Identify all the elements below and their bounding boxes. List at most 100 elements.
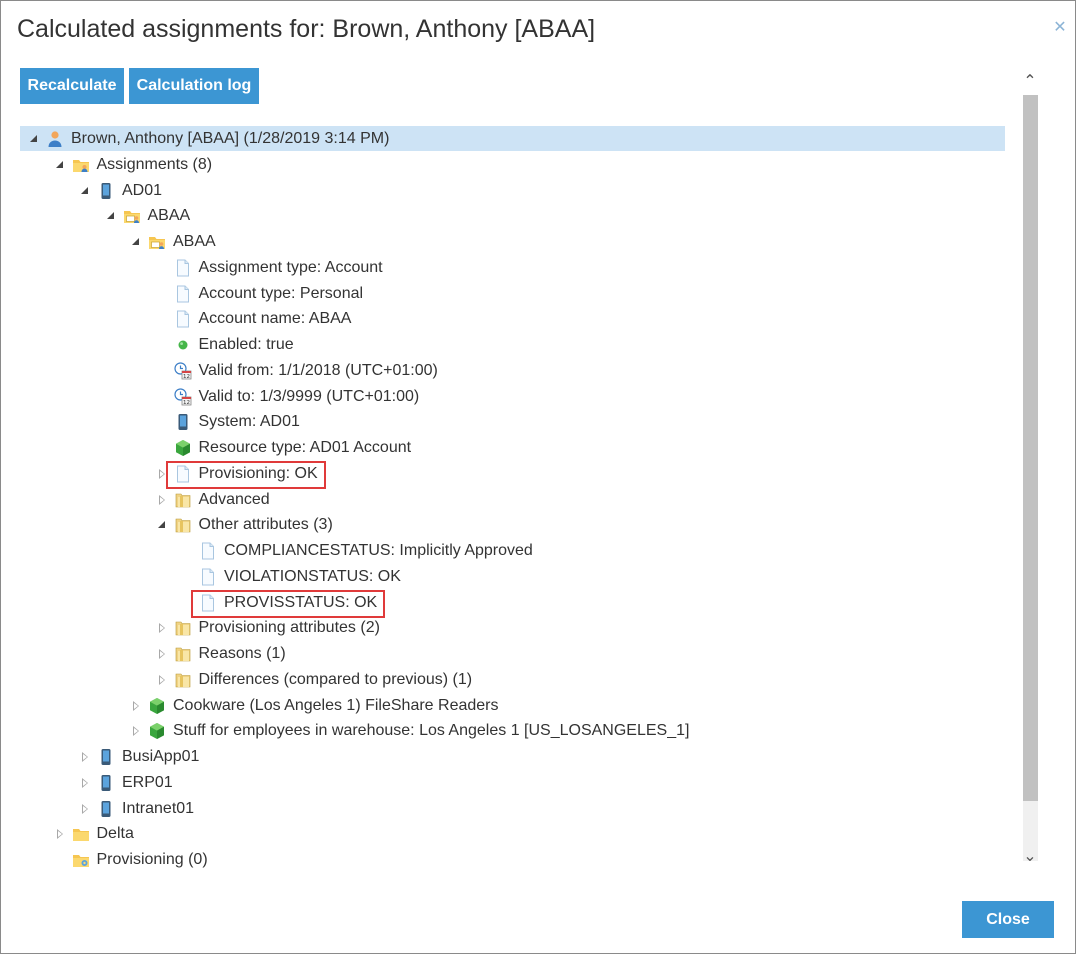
device-icon bbox=[174, 413, 192, 431]
tree-node-label: System: AD01 bbox=[198, 413, 300, 431]
device-icon bbox=[97, 774, 115, 792]
collapsed-toggle-icon[interactable] bbox=[80, 803, 90, 814]
folder-icon bbox=[72, 825, 90, 843]
highlight-box bbox=[191, 589, 386, 618]
tree-node[interactable]: Advanced bbox=[157, 488, 270, 512]
tree-node[interactable]: VIOLATIONSTATUS: OK bbox=[182, 565, 401, 589]
tree-node[interactable]: Delta bbox=[55, 822, 134, 846]
collapsed-toggle-icon[interactable] bbox=[157, 623, 167, 634]
expanded-toggle-icon[interactable] bbox=[131, 237, 141, 247]
tree-node-label: Assignments (8) bbox=[96, 155, 213, 173]
tree-node[interactable]: Provisioning (0) bbox=[55, 848, 208, 872]
tree-node-label: Other attributes (3) bbox=[198, 516, 333, 534]
tree-node[interactable]: Cookware (Los Angeles 1) FileShare Reade… bbox=[131, 694, 499, 718]
folder-gear-icon bbox=[72, 851, 90, 869]
tree-node[interactable]: Reasons (1) bbox=[157, 642, 286, 666]
tree-node[interactable]: Differences (compared to previous) (1) bbox=[157, 668, 473, 692]
tree-node[interactable]: 12 Valid from: 1/1/2018 (UTC+01:00) bbox=[157, 359, 438, 383]
tree-node[interactable]: Provisioning attributes (2) bbox=[157, 616, 380, 640]
tree-node-label: Provisioning attributes (2) bbox=[198, 619, 380, 637]
collapsed-toggle-icon[interactable] bbox=[55, 829, 65, 840]
collapsed-toggle-icon[interactable] bbox=[131, 700, 141, 711]
toggle-spacer bbox=[157, 392, 167, 402]
svg-text:12: 12 bbox=[183, 400, 190, 406]
tree-node-label: Delta bbox=[96, 825, 134, 843]
tree-node-label: Reasons (1) bbox=[198, 645, 286, 662]
tree-node[interactable]: Intranet01 bbox=[80, 797, 194, 821]
green-cube-icon bbox=[148, 722, 166, 740]
collapsed-toggle-icon[interactable] bbox=[157, 674, 167, 685]
tree-node-label: Brown, Anthony [ABAA] (1/28/2019 3:14 PM… bbox=[71, 130, 390, 147]
scrollbar-thumb[interactable] bbox=[1023, 95, 1038, 801]
tree-node[interactable]: Other attributes (3) bbox=[157, 513, 333, 537]
tree-node-label: Account name: ABAA bbox=[198, 310, 352, 328]
tree-node[interactable]: Assignment type: Account bbox=[157, 256, 383, 280]
assignment-tree: Brown, Anthony [ABAA] (1/28/2019 3:14 PM… bbox=[1, 121, 1006, 881]
collapsed-toggle-icon[interactable] bbox=[157, 494, 167, 505]
expanded-toggle-icon[interactable] bbox=[80, 186, 90, 196]
scroll-up-icon[interactable]: ⌃ bbox=[1023, 73, 1037, 90]
tree-node[interactable]: Stuff for employees in warehouse: Los An… bbox=[131, 719, 689, 743]
scroll-down-icon[interactable]: ⌄ bbox=[1023, 848, 1037, 865]
tree-node[interactable]: Provisioning: OK bbox=[157, 462, 318, 486]
close-icon[interactable]: ✕ bbox=[1053, 19, 1067, 36]
document-icon bbox=[174, 285, 192, 303]
collapsed-toggle-icon[interactable] bbox=[157, 468, 167, 479]
tree-node-label: Provisioning (0) bbox=[96, 851, 208, 868]
tree-node[interactable]: Resource type: AD01 Account bbox=[157, 436, 411, 460]
tree-node[interactable]: ABAA bbox=[106, 204, 190, 228]
tree-node[interactable]: Enabled: true bbox=[157, 333, 294, 357]
vertical-scrollbar[interactable]: ⌃ ⌄ bbox=[1020, 61, 1040, 881]
tree-node-label: Stuff for employees in warehouse: Los An… bbox=[173, 722, 690, 740]
document-icon bbox=[199, 568, 217, 586]
tag-folder-icon bbox=[174, 645, 192, 663]
tag-folder-icon bbox=[174, 491, 192, 509]
tree-node[interactable]: Assignments (8) bbox=[55, 153, 213, 177]
tree-node-label: Differences (compared to previous) (1) bbox=[198, 670, 473, 688]
collapsed-toggle-icon[interactable] bbox=[157, 649, 167, 659]
calculation-log-button[interactable]: Calculation log bbox=[129, 68, 259, 104]
expanded-toggle-icon[interactable] bbox=[157, 520, 167, 530]
expanded-toggle-icon[interactable] bbox=[55, 160, 65, 170]
collapsed-toggle-icon[interactable] bbox=[80, 752, 90, 762]
toggle-spacer bbox=[157, 417, 167, 427]
collapsed-toggle-icon[interactable] bbox=[131, 726, 141, 737]
selected-row-highlight bbox=[20, 126, 1005, 151]
expanded-toggle-icon[interactable] bbox=[106, 211, 116, 221]
expanded-toggle-icon[interactable] bbox=[29, 134, 39, 144]
tree-node[interactable]: ABAA bbox=[131, 230, 216, 254]
tree-node[interactable]: Account name: ABAA bbox=[157, 307, 352, 331]
tree-root-row[interactable]: Brown, Anthony [ABAA] (1/28/2019 3:14 PM… bbox=[29, 127, 389, 151]
tree-node-label: VIOLATIONSTATUS: OK bbox=[224, 567, 401, 585]
tree-node[interactable]: 12 Valid to: 1/3/9999 (UTC+01:00) bbox=[157, 385, 420, 409]
tree-node-label: Cookware (Los Angeles 1) FileShare Reade… bbox=[173, 696, 499, 714]
tree-node[interactable]: AD01 bbox=[80, 179, 162, 203]
toggle-spacer bbox=[157, 263, 167, 273]
tree-node[interactable]: COMPLIANCESTATUS: Implicitly Approved bbox=[182, 539, 533, 563]
tree-node[interactable]: Account type: Personal bbox=[157, 282, 364, 306]
close-button[interactable]: Close bbox=[962, 901, 1054, 938]
toggle-spacer bbox=[157, 289, 167, 299]
tree-node[interactable]: PROVISSTATUS: OK bbox=[182, 591, 377, 615]
document-icon bbox=[174, 465, 192, 483]
tree-node[interactable]: System: AD01 bbox=[157, 410, 300, 434]
calendar-clock-icon: 12 bbox=[173, 362, 192, 380]
tree-node-label: COMPLIANCESTATUS: Implicitly Approved bbox=[224, 542, 533, 559]
tag-folder-icon bbox=[174, 516, 192, 534]
tree-node-label: ERP01 bbox=[122, 773, 173, 791]
tree-node-label: Intranet01 bbox=[122, 799, 195, 817]
recalculate-button[interactable]: Recalculate bbox=[20, 68, 124, 104]
collapsed-toggle-icon[interactable] bbox=[80, 777, 90, 788]
calendar-clock-icon: 12 bbox=[173, 387, 192, 406]
green-dot-icon bbox=[174, 336, 192, 354]
tree-node-label: Valid to: 1/3/9999 (UTC+01:00) bbox=[198, 387, 420, 405]
user-icon bbox=[46, 130, 64, 148]
svg-text:12: 12 bbox=[183, 374, 190, 380]
tree-node-label: Account type: Personal bbox=[198, 284, 364, 302]
toggle-spacer bbox=[182, 572, 192, 582]
tree-node-label: Valid from: 1/1/2018 (UTC+01:00) bbox=[198, 361, 438, 379]
tree-node[interactable]: ERP01 bbox=[80, 771, 173, 795]
tree-node[interactable]: BusiApp01 bbox=[80, 745, 199, 769]
green-cube-icon bbox=[174, 439, 192, 457]
